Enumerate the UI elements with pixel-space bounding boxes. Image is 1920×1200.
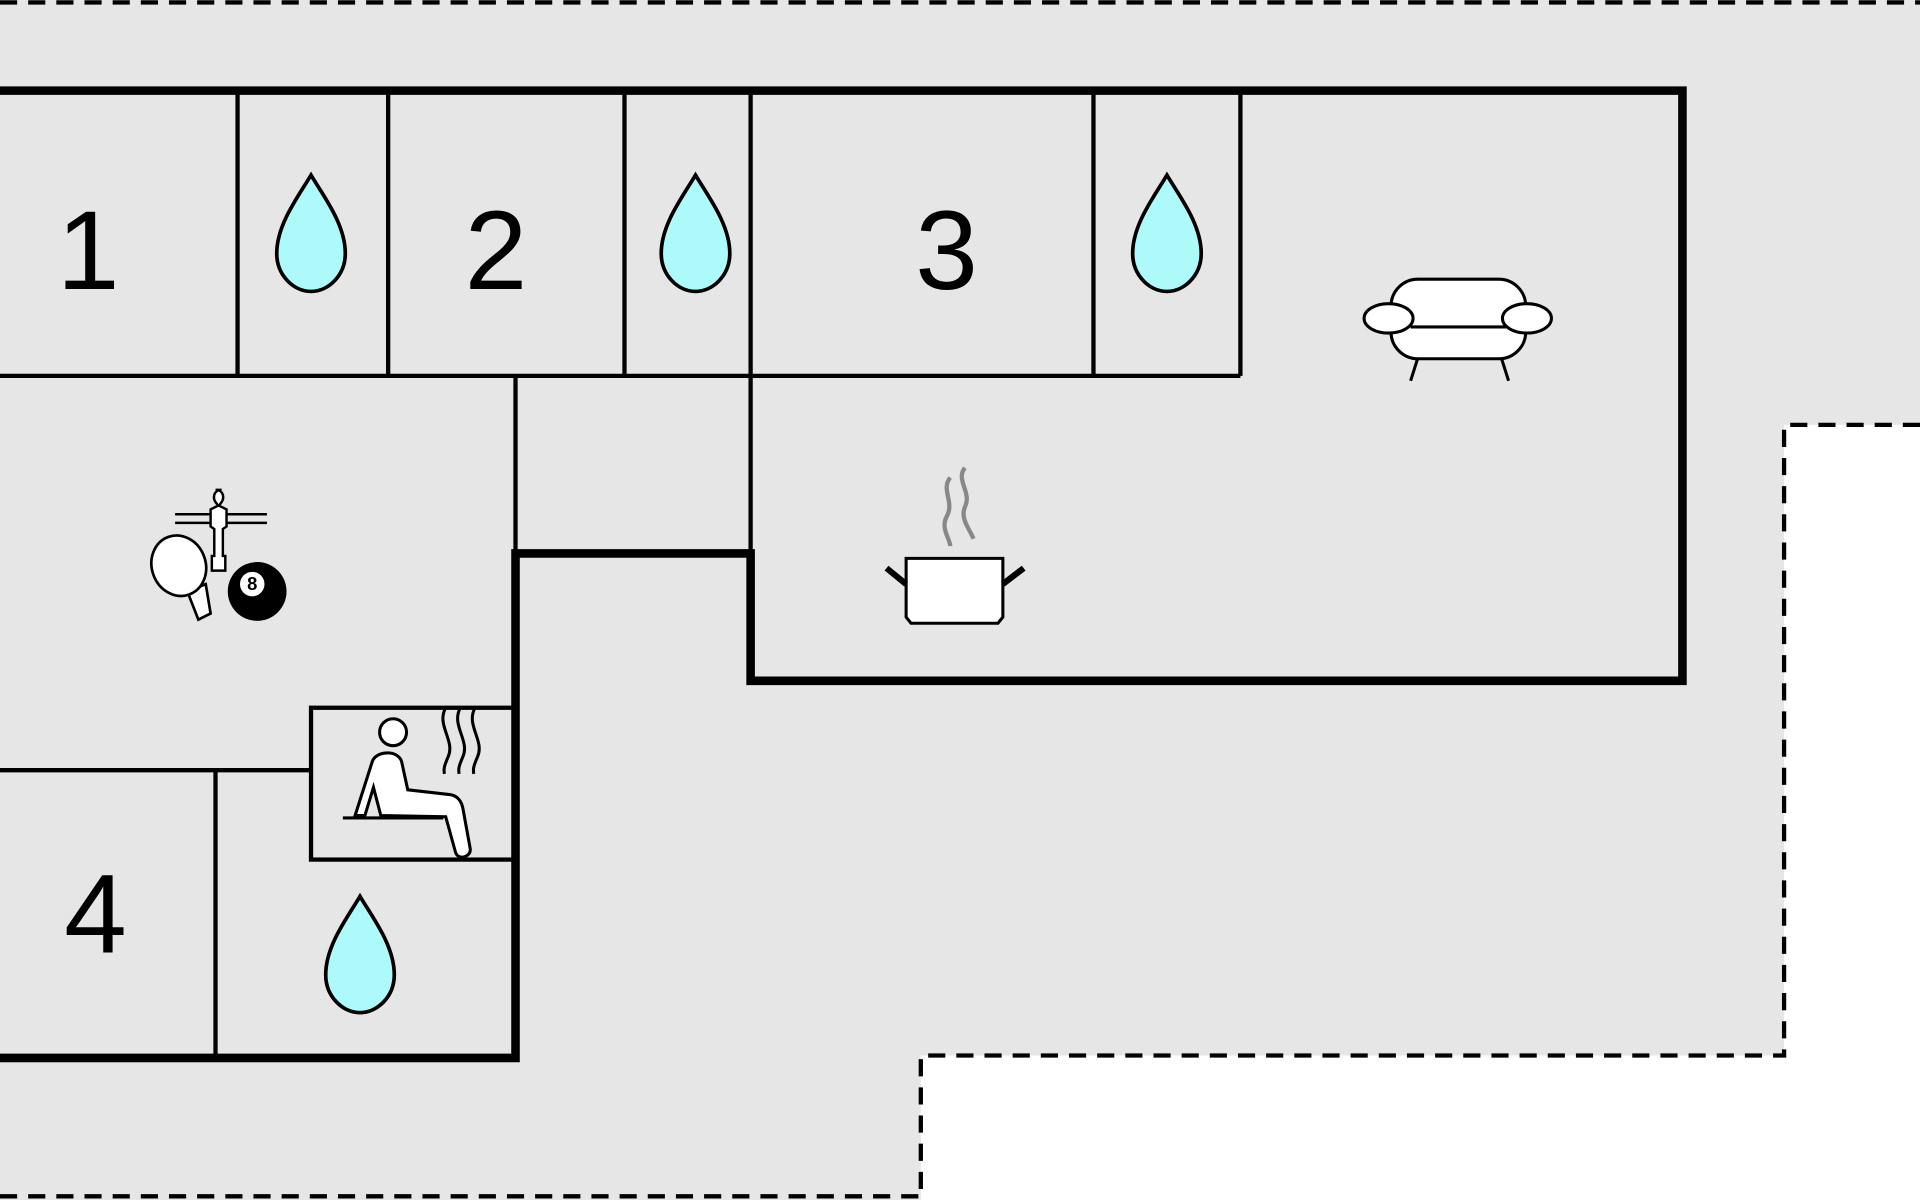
interior-walls xyxy=(0,90,1243,1058)
room-label-1: 1 xyxy=(57,187,120,313)
sauna-icon xyxy=(342,706,481,859)
outside-white-area xyxy=(920,424,1920,1200)
cooking-pot-icon xyxy=(884,466,1026,625)
billiard-ball-number: 8 xyxy=(247,573,257,594)
game-room-icon: 8 xyxy=(150,488,287,622)
room-label-4: 4 xyxy=(64,851,127,977)
building-outline xyxy=(0,86,1687,1063)
sofa-icon xyxy=(1362,277,1553,382)
room-label-3: 3 xyxy=(915,187,978,313)
sauna-room xyxy=(308,705,518,862)
room-label-2: 2 xyxy=(465,187,528,313)
